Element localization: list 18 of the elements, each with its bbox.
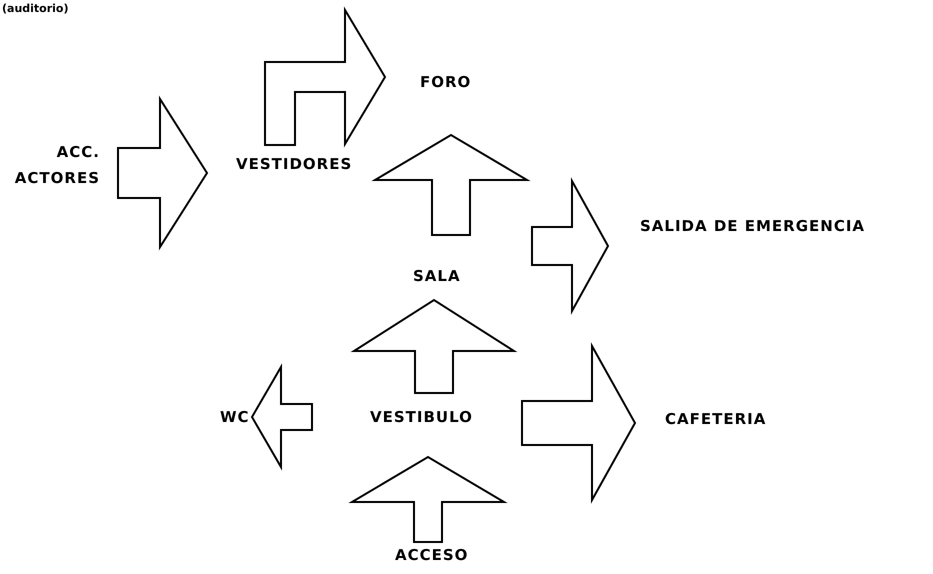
room-label: VESTIBULO: [312, 393, 522, 457]
block-arrow: [521, 342, 636, 504]
note-text: (auditorio): [2, 2, 69, 15]
block-arrow: [250, 363, 313, 471]
block-arrow: [264, 6, 386, 148]
room-label: CAFETERIA: [635, 395, 790, 455]
room-label: SALA: [400, 235, 532, 300]
room-label: ACC. ACTORES: [10, 140, 118, 205]
room-label: WC: [205, 400, 252, 440]
room-label: FORO: [385, 65, 490, 135]
block-arrow: [531, 177, 610, 315]
block-arrow: [117, 96, 208, 250]
block-arrow: [348, 456, 508, 543]
room-label: SALIDA DE EMERGENCIA: [608, 205, 930, 260]
room-label: VESTIDORES: [207, 145, 372, 190]
room-label: ACCESO: [380, 542, 490, 572]
block-arrow: [350, 298, 518, 394]
block-arrow: [371, 134, 531, 236]
